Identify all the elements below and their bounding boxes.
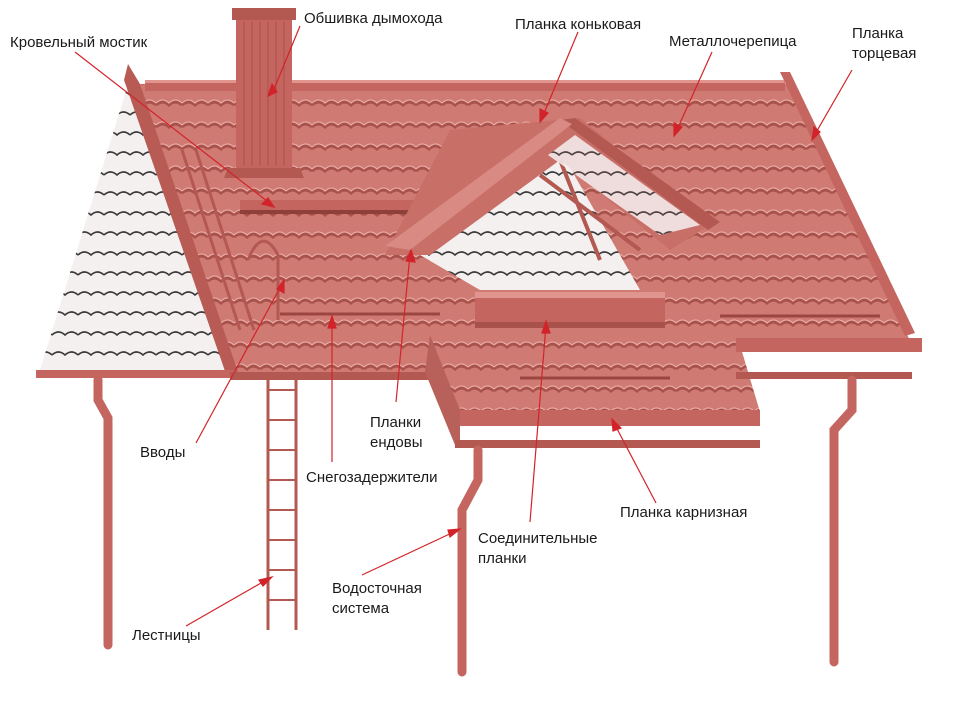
roof-bridge	[240, 200, 415, 214]
eaves-middle	[460, 410, 760, 426]
drainage-system	[93, 375, 857, 677]
valley-white	[420, 150, 640, 290]
eaves-left	[36, 370, 236, 378]
label-roof-bridge: Кровельный мостик	[10, 34, 148, 51]
label-ladders: Лестницы	[132, 627, 201, 644]
label-connecting-strips: Соединительные планки	[478, 530, 598, 567]
label-inlets: Вводы	[140, 444, 186, 461]
left-hip-edge	[124, 64, 238, 374]
dormer	[385, 118, 720, 328]
label-ridge-strip: Планка коньковая	[515, 16, 642, 33]
main-roof	[36, 64, 922, 448]
ladders	[180, 149, 298, 630]
label-valley-strips: Планки ендовы	[370, 414, 423, 451]
label-end-strip: Планка торцевая	[852, 25, 917, 62]
eaves-right	[736, 338, 922, 352]
ridge-bar	[145, 82, 785, 91]
label-snow-guards: Снегозадержители	[306, 469, 438, 486]
label-eaves-strip: Планка карнизная	[620, 504, 748, 521]
left-hip-white	[40, 78, 235, 372]
label-metal-tile: Металлочерепица	[669, 33, 797, 50]
label-chimney-flashing: Обшивка дымохода	[304, 10, 443, 27]
snow-guards	[280, 312, 880, 380]
chimney	[224, 8, 304, 178]
label-drainage-system: Водосточная система	[332, 580, 422, 617]
pointer-lines	[74, 25, 853, 627]
